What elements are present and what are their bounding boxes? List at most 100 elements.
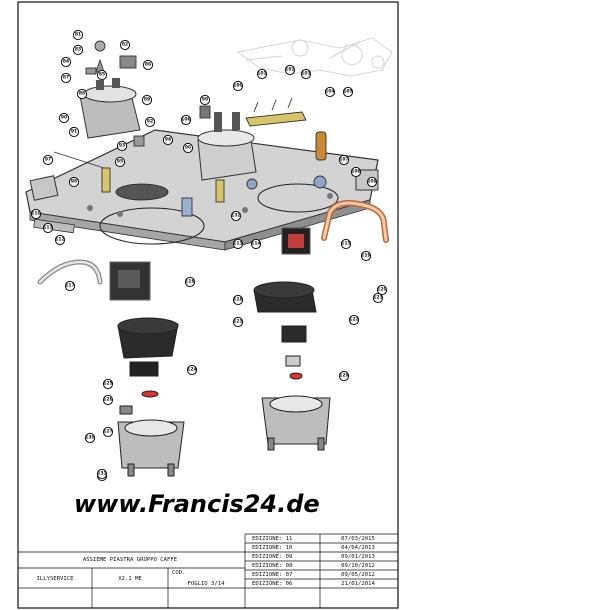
- callout-107: 107: [338, 154, 350, 166]
- svg-text:113: 113: [233, 241, 242, 247]
- callout-112: 112: [54, 234, 66, 246]
- svg-text:96: 96: [185, 145, 191, 151]
- callout-125: 125: [102, 378, 114, 390]
- callout-81: 81: [72, 29, 84, 41]
- callout-82: 82: [119, 39, 131, 51]
- callout-92: 92: [144, 116, 156, 128]
- svg-text:94: 94: [165, 137, 171, 143]
- callout-101: 101: [256, 68, 268, 80]
- svg-text:107: 107: [339, 157, 348, 163]
- callout-123: 123: [232, 316, 244, 328]
- edition-label-2: EDIZIONE: 10: [252, 545, 292, 551]
- svg-text:126: 126: [103, 397, 112, 403]
- brew-group-left: [117, 317, 185, 477]
- svg-text:81: 81: [75, 32, 81, 38]
- callout-124: 124: [186, 364, 198, 376]
- svg-text:116: 116: [185, 279, 194, 285]
- edition-label-4: EDIZIONE: 08: [252, 563, 293, 569]
- assembly-title: ASSIEME PIASTRA GRUPPO CAFFE: [83, 557, 178, 563]
- svg-text:129: 129: [339, 373, 348, 379]
- svg-text:92: 92: [147, 119, 153, 125]
- callout-120: 120: [376, 284, 388, 296]
- callout-100: 100: [232, 80, 244, 92]
- callout-102: 102: [284, 64, 296, 76]
- callout-115: 115: [340, 238, 352, 250]
- svg-text:85: 85: [99, 72, 105, 78]
- svg-text:121: 121: [373, 295, 382, 301]
- callout-113: 113: [232, 238, 244, 250]
- svg-text:102: 102: [285, 67, 294, 73]
- code-label: COD.: [172, 570, 185, 576]
- svg-text:95: 95: [117, 159, 123, 165]
- callout-109: 109: [366, 176, 378, 188]
- callout-108: 108: [350, 166, 362, 178]
- callout-98: 98: [68, 176, 80, 188]
- svg-text:130: 130: [85, 435, 94, 441]
- svg-text:105: 105: [343, 89, 352, 95]
- edition-date-3: 09/01/2013: [341, 554, 375, 560]
- callout-88: 88: [76, 88, 88, 100]
- callout-104: 104: [324, 86, 336, 98]
- brand-label: ILLYSERVICE: [36, 576, 74, 582]
- callout-90: 90: [58, 112, 70, 124]
- edition-label-5: EDIZIONE: 07: [252, 572, 292, 578]
- svg-text:101: 101: [257, 71, 266, 77]
- svg-text:120: 120: [377, 287, 386, 293]
- callout-83: 83: [72, 44, 84, 56]
- callout-131: 131: [96, 468, 108, 480]
- callout-91: 91: [68, 126, 80, 138]
- svg-text:122: 122: [349, 317, 358, 323]
- chassis-plate: [25, 129, 379, 251]
- callout-86: 86: [142, 59, 154, 71]
- title-block: ASSIEME PIASTRA GRUPPO CAFFE ILLYSERVICE…: [18, 533, 398, 608]
- callout-111: 111: [42, 222, 54, 234]
- edition-label-6: EDIZIONE: 06: [252, 581, 292, 587]
- svg-text:89: 89: [144, 97, 150, 103]
- callout-122: 122: [348, 314, 360, 326]
- callout-103: 103: [300, 68, 312, 80]
- svg-text:93: 93: [119, 143, 125, 149]
- edition-label-3: EDIZIONE: 09: [252, 554, 292, 560]
- brew-group-right: [253, 281, 331, 451]
- svg-text:90: 90: [61, 115, 67, 121]
- svg-text:104: 104: [325, 89, 334, 95]
- svg-text:110: 110: [31, 211, 40, 217]
- svg-text:131: 131: [97, 471, 106, 477]
- callout-121: 121: [372, 292, 384, 304]
- svg-text:82: 82: [122, 42, 128, 48]
- svg-text:125: 125: [103, 381, 112, 387]
- svg-text:106: 106: [181, 117, 190, 123]
- svg-text:99: 99: [202, 97, 208, 103]
- edition-date-2: 04/04/2013: [341, 545, 375, 551]
- svg-text:118: 118: [233, 297, 242, 303]
- heater-block-right: [197, 112, 257, 181]
- small-components: [53, 40, 327, 217]
- svg-text:127: 127: [103, 429, 112, 435]
- callout-119: 119: [360, 250, 372, 262]
- svg-text:132: 132: [231, 213, 240, 219]
- callout-118: 118: [232, 294, 244, 306]
- callout-106: 106: [180, 114, 192, 126]
- svg-text:123: 123: [233, 319, 242, 325]
- callout-97: 97: [42, 154, 54, 166]
- svg-text:111: 111: [43, 225, 52, 231]
- svg-text:83: 83: [75, 47, 81, 53]
- callout-84: 84: [60, 56, 72, 68]
- callout-85: 85: [96, 69, 108, 81]
- heater-block-left: [79, 78, 141, 139]
- callout-95: 95: [114, 156, 126, 168]
- svg-text:109: 109: [367, 179, 376, 185]
- svg-text:98: 98: [71, 179, 77, 185]
- edition-date-6: 21/01/2014: [341, 581, 375, 587]
- callout-126: 126: [102, 394, 114, 406]
- callout-117: 117: [64, 280, 76, 292]
- sheet-label: FOGLIO 3/14: [187, 581, 225, 587]
- svg-text:117: 117: [65, 283, 74, 289]
- callout-116: 116: [184, 276, 196, 288]
- background-sketch: [236, 37, 393, 77]
- callout-87: 87: [60, 72, 72, 84]
- callout-110: 110: [30, 208, 42, 220]
- svg-text:124: 124: [187, 367, 196, 373]
- u-tubes: [37, 200, 389, 285]
